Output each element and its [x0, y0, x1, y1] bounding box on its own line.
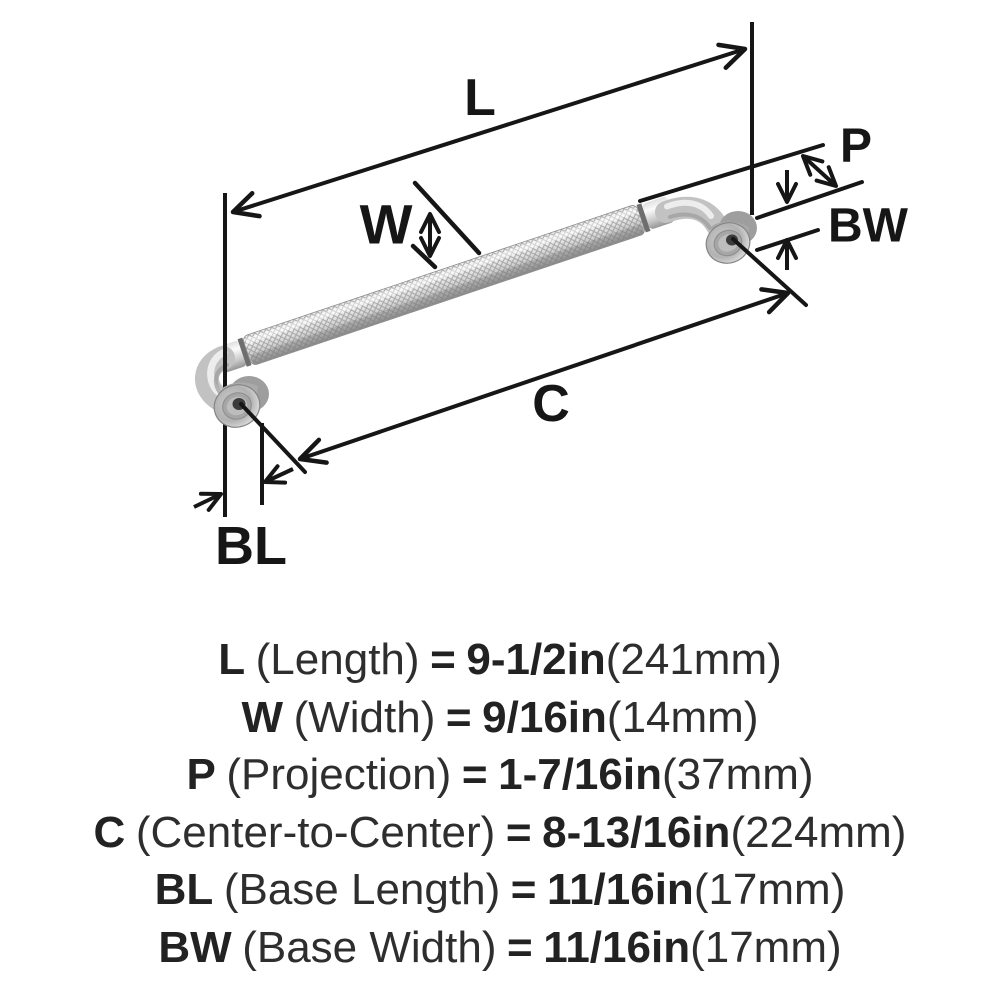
- dim-line-length: [230, 42, 748, 219]
- legend-equals: =: [505, 807, 532, 857]
- legend-row-width: W(Width)=9/16in(14mm): [0, 689, 1000, 747]
- legend-row-base-length: BL(Base Length)=11/16in(17mm): [0, 861, 1000, 919]
- legend-metric: (17mm): [693, 865, 846, 914]
- label-center-to-center: C: [532, 375, 570, 433]
- label-base-width: BW: [828, 200, 909, 253]
- legend-metric: (224mm): [730, 807, 907, 857]
- legend-row-projection: P(Projection)=1-7/16in(37mm): [0, 746, 1000, 804]
- legend-equals: =: [445, 692, 472, 742]
- legend-desc: (Width): [293, 692, 436, 742]
- legend-equals: =: [430, 635, 456, 684]
- legend-value: 8-13/16in: [542, 807, 731, 857]
- legend-row-base-width: BW(Base Width)=11/16in(17mm): [0, 919, 1000, 977]
- base-length-arrow-right: [193, 491, 223, 512]
- projection-extension-bottom: [755, 180, 864, 220]
- legend-code: BL: [154, 865, 214, 914]
- legend-desc: (Length): [255, 635, 420, 684]
- legend-metric: (17mm): [690, 922, 842, 972]
- legend-code: W: [241, 692, 284, 742]
- left-foot: [213, 376, 269, 428]
- legend: L(Length)=9-1/2in(241mm) W(Width)=9/16in…: [0, 631, 1000, 976]
- center-extension-left: [239, 402, 307, 474]
- base-length-arrow-left: [263, 464, 294, 485]
- legend-value: 11/16in: [547, 865, 694, 914]
- dim-arrow-projection: [801, 154, 838, 188]
- legend-value: 1-7/16in: [498, 750, 662, 799]
- knurl-shade: [250, 224, 645, 365]
- legend-metric: (37mm): [661, 750, 814, 799]
- label-width: W: [360, 193, 413, 256]
- center-extension-right: [731, 237, 808, 307]
- legend-row-length: L(Length)=9-1/2in(241mm): [0, 631, 1000, 689]
- legend-value: 9-1/2in: [466, 635, 606, 684]
- left-ferrule-ring: [237, 337, 252, 367]
- legend-code: L: [218, 635, 246, 684]
- legend-code: C: [93, 807, 126, 857]
- legend-value: 11/16in: [543, 922, 691, 972]
- dimension-drawing: L W P C BL BW: [193, 22, 909, 576]
- legend-metric: (14mm): [606, 692, 759, 742]
- knurl-highlight: [244, 207, 638, 345]
- legend-desc: (Center-to-Center): [135, 807, 496, 857]
- legend-row-center-to-center: C(Center-to-Center)=8-13/16in(224mm): [0, 804, 1000, 862]
- projection-extension-top: [638, 143, 825, 203]
- legend-value: 9/16in: [482, 692, 607, 742]
- label-projection: P: [840, 120, 872, 173]
- legend-equals: =: [510, 865, 537, 914]
- legend-desc: (Projection): [226, 750, 452, 799]
- label-length: L: [464, 69, 496, 127]
- legend-equals: =: [507, 922, 533, 972]
- legend-desc: (Base Width): [242, 922, 497, 972]
- handle-bar: [215, 197, 674, 373]
- dim-line-center-to-center: [297, 287, 791, 465]
- legend-code: P: [186, 750, 216, 799]
- legend-desc: (Base Length): [223, 865, 501, 914]
- legend-code: BW: [158, 922, 232, 972]
- label-base-length: BL: [215, 516, 287, 576]
- legend-equals: =: [461, 750, 488, 799]
- right-elbow: [655, 196, 728, 237]
- width-tick-top: [412, 180, 482, 256]
- legend-metric: (241mm): [605, 635, 782, 684]
